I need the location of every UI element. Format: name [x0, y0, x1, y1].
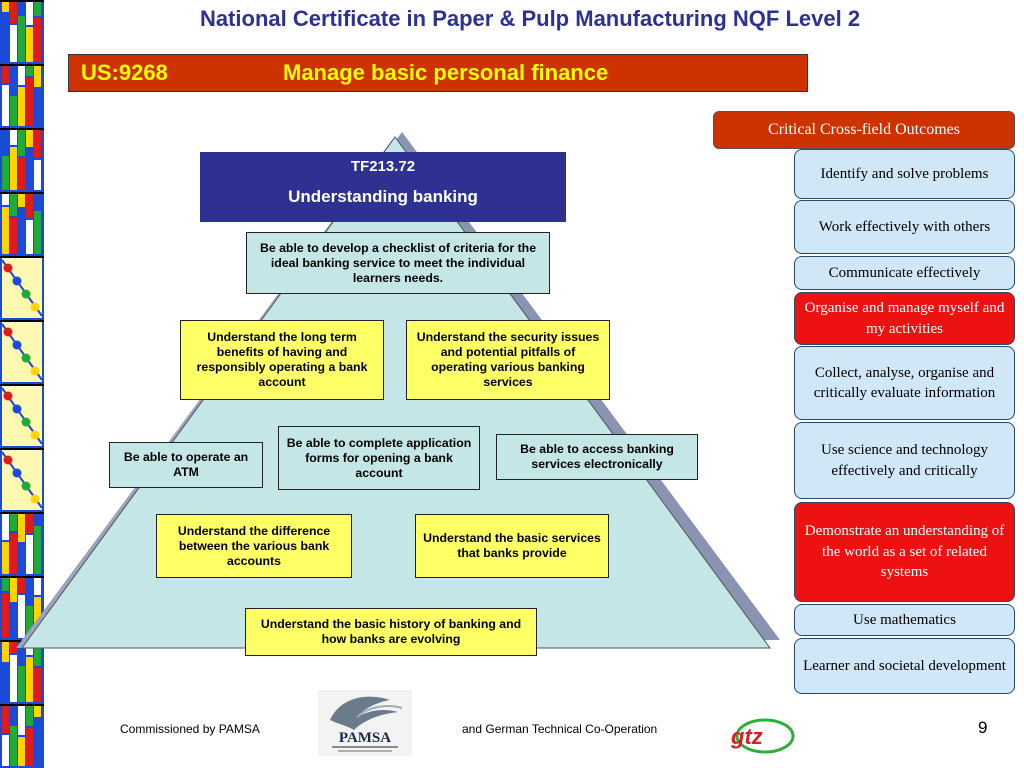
page-title: National Certificate in Paper & Pulp Man… — [199, 6, 861, 31]
outcome-basic-services: Understand the basic services that banks… — [415, 514, 609, 578]
outcome-operate-atm: Be able to operate an ATM — [109, 442, 263, 488]
pyramid-header-code: TF213.72 — [350, 158, 416, 175]
cco-item-organise-manage: Organise and manage myself and my activi… — [794, 292, 1015, 345]
cco-item-related-systems: Demonstrate an understanding of the worl… — [794, 502, 1015, 602]
cco-item-mathematics: Use mathematics — [794, 604, 1015, 636]
cco-item-communicate: Communicate effectively — [794, 256, 1015, 290]
decorative-border-strip — [0, 0, 44, 768]
outcome-application-forms: Be able to complete application forms fo… — [278, 426, 480, 490]
outcome-electronic-banking: Be able to access banking services elect… — [496, 434, 698, 480]
pamsa-logo: PAMSA — [318, 690, 412, 756]
unit-standard-code: US:9268 — [81, 60, 168, 85]
unit-standard-name: Manage basic personal finance — [283, 60, 609, 85]
pamsa-logo-text: PAMSA — [339, 730, 391, 746]
outcome-banking-history: Understand the basic history of banking … — [245, 608, 537, 656]
outcome-security-issues: Understand the security issues and poten… — [406, 320, 610, 400]
page-number: 9 — [978, 718, 988, 737]
cco-item-science-technology: Use science and technology effectively a… — [794, 422, 1015, 499]
cco-item-learner-development: Learner and societal development — [794, 638, 1015, 694]
gtz-logo: gtz — [730, 718, 795, 754]
gtz-logo-text: gtz — [730, 724, 763, 749]
cco-item-collect-analyse: Collect, analyse, organise and criticall… — [794, 346, 1015, 420]
unit-standard-bar: US:9268 Manage basic personal finance — [68, 54, 808, 92]
footer-partner: and German Technical Co-Operation — [462, 722, 658, 736]
footer-commissioned: Commissioned by PAMSA — [120, 722, 260, 736]
critical-outcomes-header: Critical Cross-field Outcomes — [713, 111, 1015, 149]
cco-item-work-with-others: Work effectively with others — [794, 200, 1015, 254]
pyramid-header: TF213.72 Understanding banking — [200, 152, 566, 222]
cco-item-identify-solve: Identify and solve problems — [794, 149, 1015, 199]
outcome-checklist: Be able to develop a checklist of criter… — [246, 232, 550, 294]
outcome-long-term-benefits: Understand the long term benefits of hav… — [180, 320, 384, 400]
pyramid-header-title: Understanding banking — [288, 187, 478, 206]
outcome-bank-accounts: Understand the difference between the va… — [156, 514, 352, 578]
